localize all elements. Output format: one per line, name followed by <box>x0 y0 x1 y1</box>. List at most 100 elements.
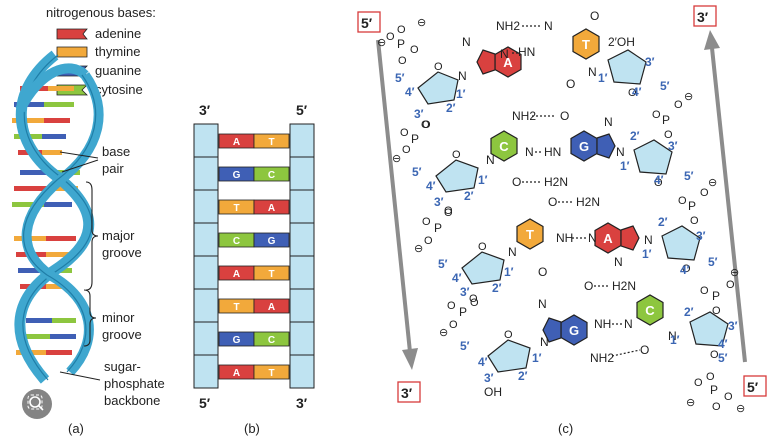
ladder-left-segments <box>194 156 218 356</box>
svg-text:HN: HN <box>544 145 561 159</box>
legend-label-cytosine: cytosine <box>95 82 143 97</box>
svg-text:5′: 5′ <box>438 257 448 271</box>
deoxyribose-sugar: O 5′ 4′ 3′ 2′ 1′ O <box>438 241 514 309</box>
svg-text:NH: NH <box>556 231 573 245</box>
adenine-base: A <box>594 222 640 254</box>
svg-text:O: O <box>470 297 479 309</box>
base-letter: T <box>526 227 534 242</box>
minus-charge: ⊖ <box>730 267 739 279</box>
right-direction-arrow <box>704 30 747 363</box>
svg-text:N: N <box>624 317 633 331</box>
thymine-base: T <box>516 218 544 250</box>
svg-text:5′: 5′ <box>718 351 728 365</box>
svg-text:O: O <box>469 293 478 305</box>
svg-text:O: O <box>590 9 599 23</box>
svg-text:N: N <box>525 145 534 159</box>
svg-text:O: O <box>447 300 456 312</box>
right-strand-top-label: 3′ <box>697 9 709 25</box>
svg-text:1′: 1′ <box>670 333 680 347</box>
ladder-top-left-end: 3′ <box>199 102 211 118</box>
phosphate-group: P O O O ⊖ <box>652 91 693 141</box>
svg-text:O: O <box>566 77 575 91</box>
svg-text:N: N <box>604 115 613 129</box>
phosphate-group: P O O O ⊖ <box>678 177 717 227</box>
thymine-block-right <box>253 364 290 380</box>
svg-text:H2N: H2N <box>576 195 600 209</box>
svg-text:1′: 1′ <box>532 351 542 365</box>
svg-text:O: O <box>584 279 593 293</box>
left-strand-end-label: 3′ <box>401 385 413 401</box>
ladder-base-letter: C <box>233 236 240 247</box>
svg-text:O: O <box>512 175 521 189</box>
svg-text:N: N <box>668 329 677 343</box>
svg-text:2′: 2′ <box>518 369 528 383</box>
svg-text:O: O <box>452 149 461 161</box>
svg-text:N: N <box>588 65 597 79</box>
svg-text:3′: 3′ <box>414 107 424 121</box>
svg-text:4′: 4′ <box>426 179 436 193</box>
major-groove-label-line1: major <box>102 228 135 243</box>
svg-text:3′: 3′ <box>668 139 678 153</box>
svg-text:P: P <box>397 37 405 51</box>
base-letter: G <box>579 139 589 154</box>
svg-text:NH: NH <box>594 317 611 331</box>
minus-charge: ⊖ <box>417 17 426 29</box>
cytosine-block-right <box>253 331 290 347</box>
left-direction-arrow <box>376 39 418 370</box>
minus-charge: ⊖ <box>736 403 745 415</box>
svg-text:N: N <box>540 335 549 349</box>
adenine-base: A <box>476 46 522 78</box>
panel-label-a: (a) <box>68 421 84 436</box>
svg-text:O: O <box>478 241 487 253</box>
ladder-base-letter: A <box>233 368 240 379</box>
legend-item-thymine: thymine <box>56 44 141 59</box>
svg-text:3′: 3′ <box>434 195 444 209</box>
helix-backbone-strand-2-edge <box>23 74 97 373</box>
svg-text:N: N <box>616 145 625 159</box>
base-pair-pointer-2 <box>61 159 99 173</box>
svg-text:2′: 2′ <box>658 215 668 229</box>
svg-text:4′: 4′ <box>405 85 415 99</box>
svg-text:N: N <box>644 233 653 247</box>
minus-charge: ⊖ <box>708 177 717 189</box>
lens-search-icon[interactable] <box>22 389 52 419</box>
svg-text:O: O <box>664 129 673 141</box>
svg-text:5′: 5′ <box>412 165 422 179</box>
pair-1-bonds: NH2 N HN N N N N O O <box>458 9 599 91</box>
svg-text:N: N <box>462 35 471 49</box>
deoxyribose-sugar: O 5′ 4′ 3′ 2′ 1′ O <box>412 149 488 217</box>
minus-charge: ⊖ <box>414 243 423 255</box>
svg-text:4′: 4′ <box>632 85 642 99</box>
svg-text:O: O <box>712 401 721 413</box>
svg-text:N: N <box>458 69 467 83</box>
ladder-base-letter: T <box>233 203 239 214</box>
left-strand-end-box <box>397 381 421 403</box>
svg-text:5′: 5′ <box>708 255 718 269</box>
svg-text:O: O <box>386 31 395 43</box>
ladder-base-letter: T <box>233 302 239 313</box>
left-strand-start-label: 5′ <box>361 15 373 31</box>
ladder-base-letter: A <box>268 302 275 313</box>
svg-text:O: O <box>421 119 430 131</box>
backbone-label-line3: backbone <box>104 393 160 408</box>
thymine-block-right <box>253 265 290 281</box>
svg-text:3′: 3′ <box>460 285 470 299</box>
svg-text:O: O <box>402 144 411 156</box>
thymine-base: T <box>572 28 600 60</box>
ladder-base-letter: C <box>268 170 275 181</box>
right-strand-bottom-box <box>743 375 767 397</box>
svg-text:O: O <box>654 177 663 189</box>
deoxyribose-sugar: O 2′OH 3′ 1′ 4′ 5′ <box>598 35 670 99</box>
svg-text:P: P <box>459 305 467 319</box>
thymine-block-right <box>253 133 290 149</box>
ladder-base-letter: G <box>233 335 241 346</box>
backbone-label-line1: sugar- <box>104 359 141 374</box>
svg-text:O: O <box>400 127 409 139</box>
base-letter: C <box>645 303 655 318</box>
svg-text:O: O <box>706 371 715 383</box>
right-strand-bottom-label: 5′ <box>747 379 759 395</box>
